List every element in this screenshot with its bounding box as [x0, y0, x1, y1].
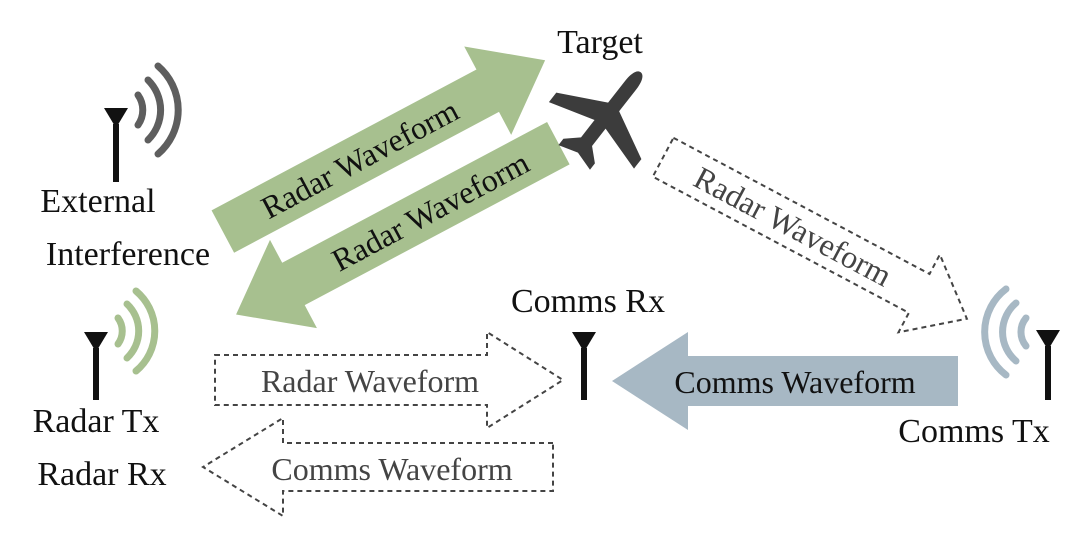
comms-rx-label: Comms Rx — [511, 283, 665, 320]
antenna-icon — [572, 332, 596, 400]
arrow-radar-to-comms-rx: Radar Waveform — [214, 330, 565, 430]
comms-tx-antenna — [981, 285, 1060, 400]
comms-tx-label: Comms Tx — [898, 413, 1049, 450]
radar-tx-label: Radar Tx — [33, 403, 160, 440]
signal-waves-icon — [981, 285, 1030, 379]
antenna-icon — [1036, 330, 1060, 400]
arrow-target-to-comms-tx: Radar Waveform — [651, 136, 969, 334]
target-label: Target — [557, 24, 643, 61]
antenna-icon — [104, 108, 128, 182]
arrow-label: Radar Waveform — [688, 159, 898, 293]
arrow-label: Comms Waveform — [271, 451, 512, 487]
arrow-label: Comms Waveform — [674, 364, 915, 400]
external-interference-label: External — [40, 183, 155, 220]
arrow-comms-tx-to-comms-rx: Comms Waveform — [612, 332, 958, 430]
antenna-icon — [84, 332, 108, 400]
signal-waves-icon — [134, 62, 182, 158]
arrow-comms-to-radar-rx: Comms Waveform — [201, 416, 554, 518]
arrow-label: Radar Waveform — [261, 363, 479, 399]
airplane-icon — [548, 71, 643, 170]
radar-rx-label: Radar Rx — [37, 456, 166, 493]
external-interference-label: Interference — [46, 236, 210, 273]
radar-antenna — [84, 287, 159, 400]
signal-waves-icon — [114, 287, 159, 375]
external-interference-antenna — [104, 62, 182, 182]
